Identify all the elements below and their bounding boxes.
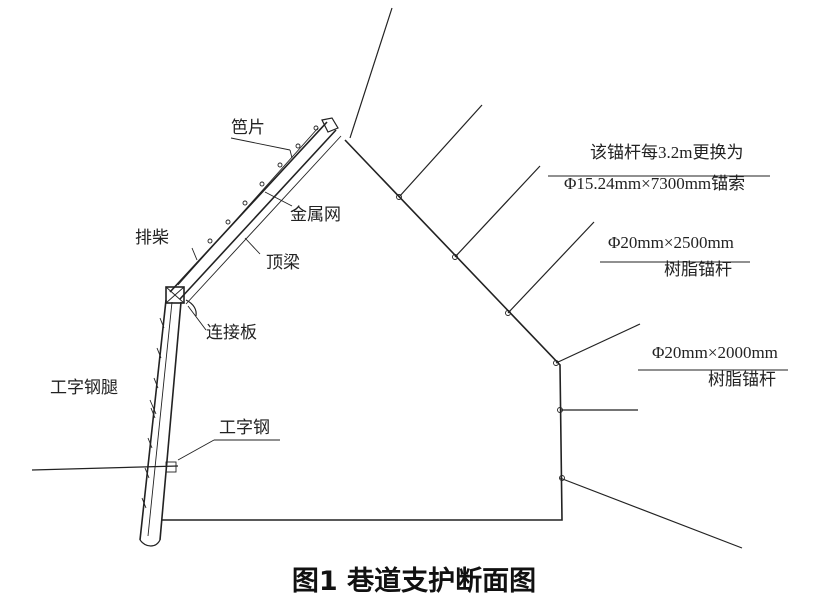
label-bolt-2000-type: 树脂锚杆 <box>708 370 776 389</box>
roof-bolts <box>396 104 641 366</box>
label-metal-mesh: 金属网 <box>290 205 341 224</box>
label-bolt-2000-spec: Φ20mm×2000mm <box>652 343 778 362</box>
label-bolt-2500-type: 树脂锚杆 <box>664 260 732 279</box>
side-bolts <box>557 407 743 549</box>
label-i-beam: 工字钢 <box>219 418 270 437</box>
label-firewood-row: 排柴 <box>135 228 169 247</box>
figure-caption: 图1 巷道支护断面图 <box>292 565 536 597</box>
label-connecting-plate: 连接板 <box>206 323 257 342</box>
roadway-outline <box>162 7 563 521</box>
label-bolt-2500-spec: Φ20mm×2500mm <box>608 233 734 252</box>
i-beam-leg <box>139 299 182 547</box>
connecting-plate <box>165 286 197 317</box>
floor-reference-line <box>31 465 179 471</box>
label-i-beam-leg: 工字钢腿 <box>50 378 118 397</box>
top-beam-assembly <box>169 117 342 305</box>
label-bamboo-mat: 笆片 <box>231 118 265 137</box>
label-top-beam: 顶梁 <box>266 253 300 272</box>
label-cable-note-line2: Φ15.24mm×7300mm锚索 <box>564 174 745 193</box>
leader-lines <box>149 137 788 461</box>
label-cable-note-line1: 该锚杆每3.2m更换为 <box>590 143 743 162</box>
